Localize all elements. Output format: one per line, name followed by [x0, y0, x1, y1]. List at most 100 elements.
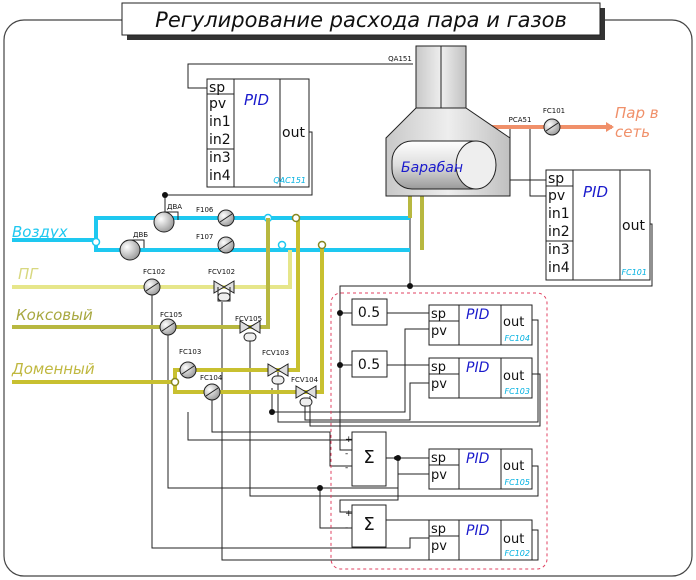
meter-f106 — [217, 209, 235, 227]
fc101-pv: pv — [548, 188, 565, 204]
control-valves — [213, 280, 317, 407]
svg-text:FC103: FC103 — [505, 387, 530, 396]
coke-label: Коксовый — [16, 306, 93, 324]
svg-text:FC102: FC102 — [505, 549, 530, 558]
air-label: Воздух — [12, 223, 68, 241]
svg-text:sp: sp — [431, 451, 446, 466]
qac151-out: out — [282, 125, 305, 141]
coke-pipe — [12, 218, 270, 329]
fcv105-label: FCV105 — [235, 315, 262, 323]
pca51-tag: PCA51 — [509, 116, 532, 124]
svg-text:-: - — [345, 523, 348, 533]
flow-meters — [143, 209, 235, 401]
meter-fc105 — [159, 318, 177, 336]
svg-text:out: out — [503, 532, 524, 547]
svg-text:Σ: Σ — [363, 514, 374, 535]
pg-label: ПГ — [18, 265, 39, 283]
svg-text:sp: sp — [431, 522, 446, 537]
valve-fcv102 — [213, 280, 235, 302]
qac151-in2: in2 — [209, 132, 231, 148]
gain-block-1: 0.5 — [351, 298, 388, 326]
steam-label-line2: сеть — [615, 123, 650, 141]
fc101-meter-tag: FC101 — [543, 107, 565, 115]
svg-text:+: + — [345, 435, 353, 445]
pid-fc102: sp pv PID out FC102 — [428, 519, 533, 561]
svg-text:out: out — [503, 369, 524, 384]
svg-text:pv: pv — [431, 468, 447, 483]
fc101-out: out — [622, 218, 645, 234]
page-title: Регулирование расхода пара и газов — [155, 8, 567, 32]
pid-fc104: sp pv PID out FC104 — [428, 304, 533, 346]
svg-text:-: - — [345, 449, 348, 459]
fc101-in1: in1 — [548, 206, 570, 222]
svg-text:PID: PID — [466, 451, 490, 467]
svg-text:pv: pv — [431, 324, 447, 339]
pid-qac151: sp pv in1 in2 in3 in4 PID out QAC151 — [206, 78, 310, 188]
svg-text:sp: sp — [431, 360, 446, 375]
fcv102-label: FCV102 — [208, 268, 235, 276]
svg-text:pv: pv — [431, 377, 447, 392]
qac151-in3: in3 — [209, 150, 231, 166]
fc101-in2: in2 — [548, 224, 570, 240]
blast-pipe — [12, 218, 300, 384]
fc101-tag: FC101 — [622, 268, 647, 277]
sum-block-1: Σ + - - — [345, 431, 387, 487]
pg-pipe — [12, 250, 292, 289]
qac151-tag: QAC151 — [273, 176, 306, 185]
fan-a — [153, 211, 179, 233]
svg-text:PID: PID — [466, 307, 490, 323]
valve-fcv104 — [295, 385, 317, 407]
qa151-tag: QA151 — [388, 55, 412, 63]
svg-text:-: - — [345, 463, 348, 473]
qac151-in1: in1 — [209, 114, 231, 130]
pid-fc101: sp pv in1 in2 in3 in4 PID out FC101 — [545, 169, 651, 281]
gain-block-2: 0.5 — [351, 350, 388, 378]
svg-text:FC104: FC104 — [505, 334, 530, 343]
valve-fcv105 — [239, 320, 261, 342]
fcv103-label: FCV103 — [262, 349, 289, 357]
svg-text:0.5: 0.5 — [358, 305, 380, 321]
pid-fc103: sp pv PID out FC103 — [428, 357, 533, 399]
fan-b-label: ДВБ — [133, 231, 148, 239]
control-region — [330, 292, 548, 570]
valve-fcv103 — [267, 363, 289, 385]
svg-text:+: + — [345, 509, 353, 519]
outer-frame — [3, 19, 693, 577]
fc102-label: FC102 — [143, 268, 165, 276]
qac151-in4: in4 — [209, 168, 231, 184]
meter-f107 — [217, 236, 235, 254]
fc101-in3: in3 — [548, 242, 570, 258]
svg-text:out: out — [503, 459, 524, 474]
boiler: Барабан — [385, 45, 511, 197]
title-box — [121, 2, 601, 36]
meter-fc102 — [143, 278, 161, 296]
steam-label-line1: Пар в — [615, 104, 659, 122]
junction-dots — [162, 192, 413, 491]
svg-text:0.5: 0.5 — [358, 357, 380, 373]
fc101-sp: sp — [548, 171, 564, 187]
qac151-pv: pv — [209, 96, 226, 112]
blast-label: Доменный — [11, 360, 95, 378]
svg-text:PID: PID — [466, 360, 490, 376]
fc103-label: FC103 — [179, 348, 201, 356]
fan-b — [119, 239, 145, 261]
fc105-label: FC105 — [160, 311, 182, 319]
meter-fc104 — [203, 383, 221, 401]
f106-label: F106 — [196, 206, 214, 214]
qac151-pid: PID — [244, 91, 269, 109]
drum-label: Барабан — [401, 160, 463, 176]
svg-text:out: out — [503, 315, 524, 330]
qac151-sp: sp — [209, 80, 225, 96]
sum-block-2: Σ + - — [345, 504, 387, 548]
svg-text:PID: PID — [466, 523, 490, 539]
fc101-pid: PID — [583, 183, 608, 201]
meter-fc103 — [179, 361, 197, 379]
blast-pipe-branch — [173, 245, 324, 394]
svg-text:pv: pv — [431, 539, 447, 554]
svg-text:sp: sp — [431, 307, 446, 322]
svg-text:FC105: FC105 — [505, 478, 530, 487]
f107-label: F107 — [196, 233, 213, 241]
fc101-in4: in4 — [548, 260, 570, 276]
fcv104-label: FCV104 — [291, 376, 319, 384]
